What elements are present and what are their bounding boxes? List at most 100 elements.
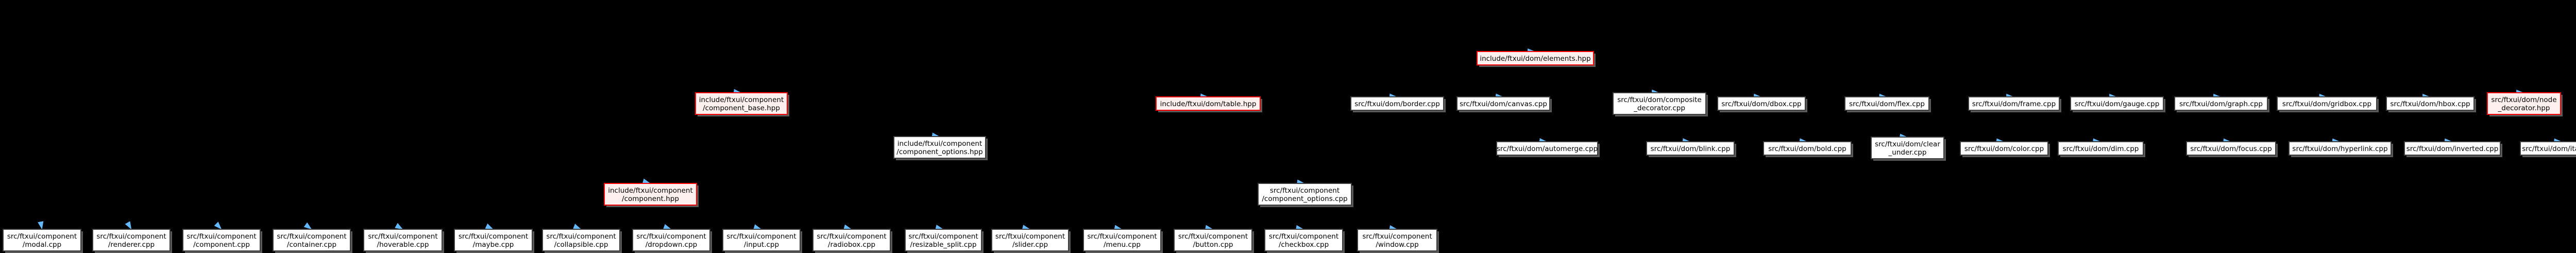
graph-node-renderer_cpp[interactable]: src/ftxui/component/renderer.cpp [92,229,172,253]
graph-node-resizable_split_cpp[interactable]: src/ftxui/component/resizable_split.cpp [905,229,984,253]
graph-node-gridbox_cpp[interactable]: src/ftxui/dom/gridbox.cpp [2277,96,2379,112]
node-box [1456,96,1550,111]
graph-node-canvas_cpp[interactable]: src/ftxui/dom/canvas.cpp [1456,96,1552,112]
graph-node-collapsible_cpp[interactable]: src/ftxui/component/collapsible.cpp [542,229,622,253]
graph-node-graph_cpp[interactable]: src/ftxui/dom/graph.cpp [2174,96,2269,112]
node-label: src/ftxui/component/button.cpp [1178,232,1248,249]
graph-node-slider_cpp[interactable]: src/ftxui/component/slider.cpp [991,229,1071,253]
node-label: include/ftxui/component/component_option… [896,140,982,156]
graph-node-modal_cpp[interactable]: src/ftxui/component/modal.cpp [3,229,83,253]
graph-node-automerge_cpp[interactable]: src/ftxui/dom/automerge.cpp [1496,141,1600,157]
graph-node-maybe_cpp[interactable]: src/ftxui/component/maybe.cpp [454,229,534,253]
node-label: src/ftxui/component/hoverable.cpp [368,232,437,249]
node-label: src/ftxui/dom/gridbox.cpp [2282,100,2371,108]
node-label: src/ftxui/component/maybe.cpp [459,232,528,249]
node-box [1717,96,1806,111]
node-label: src/ftxui/dom/focus.cpp [2190,145,2272,153]
node-box [2277,96,2377,111]
graph-node-component_options_cpp[interactable]: src/ftxui/component/component_options.cp… [1258,183,1353,207]
graph-node-hyperlink_cpp[interactable]: src/ftxui/dom/hyperlink.cpp [2289,141,2393,157]
node-label: src/ftxui/dom/color.cpp [1964,145,2044,153]
node-box [1496,141,1598,156]
node-label: src/ftxui/component/menu.cpp [1087,232,1157,249]
node-box [2186,141,2276,156]
node-box [1871,137,1944,159]
node-label: src/ftxui/dom/dbox.cpp [1721,100,1801,108]
node-box [2174,96,2268,111]
graph-node-border_cpp[interactable]: src/ftxui/dom/border.cpp [1350,96,1446,112]
graph-node-bold_cpp[interactable]: src/ftxui/dom/bold.cpp [1763,141,1853,157]
graph-node-component_options_hpp[interactable]: include/ftxui/component/component_option… [893,136,988,160]
graph-node-component_cpp[interactable]: src/ftxui/component/component.cpp [182,229,262,253]
node-box [1258,183,1352,206]
node-label: src/ftxui/dom/blink.cpp [1651,145,1731,153]
graph-node-focus_cpp[interactable]: src/ftxui/dom/focus.cpp [2186,141,2278,157]
node-label: src/ftxui/dom/dim.cpp [2063,145,2139,153]
node-box [273,229,351,251]
node-label: src/ftxui/component/modal.cpp [7,232,77,249]
node-label: include/ftxui/component/component_base.h… [699,96,784,112]
graph-node-gauge_cpp[interactable]: src/ftxui/dom/gauge.cpp [2070,96,2165,112]
graph-node-window_cpp[interactable]: src/ftxui/component/window.cpp [1357,229,1439,253]
node-box [722,229,801,251]
graph-node-component_base_hpp[interactable]: include/ftxui/component/component_base.h… [695,92,789,116]
node-box [2520,141,2576,156]
node-box [893,136,986,159]
node-box [1960,141,2048,156]
graph-node-italic_cpp[interactable]: src/ftxui/dom/italic.cpp [2520,141,2576,157]
node-label: src/ftxui/dom/frame.cpp [1972,100,2056,108]
graph-node-elements_hpp[interactable]: include/ftxui/dom/elements.hpp [1477,51,1596,67]
graph-node-color_cpp[interactable]: src/ftxui/dom/color.cpp [1960,141,2050,157]
graph-node-table_hpp[interactable]: include/ftxui/dom/table.hpp [1156,96,1262,112]
node-label: src/ftxui/dom/flex.cpp [1849,100,1925,108]
graph-node-input_cpp[interactable]: src/ftxui/component/input.cpp [722,229,802,253]
node-label: src/ftxui/component/component_options.cp… [1262,187,1347,203]
graph-node-dim_cpp[interactable]: src/ftxui/dom/dim.cpp [2058,141,2145,157]
graph-node-node_decorator_hpp[interactable]: src/ftxui/dom/node_decorator.hpp [2487,92,2563,116]
graph-node-checkbox_cpp[interactable]: src/ftxui/component/checkbox.cpp [1264,229,1345,253]
node-label: src/ftxui/dom/clear_under.cpp [1875,140,1940,157]
graph-node-container_cpp[interactable]: src/ftxui/component/container.cpp [273,229,352,253]
node-label: src/ftxui/dom/bold.cpp [1768,145,1846,153]
node-box [991,229,1069,251]
node-box [695,92,788,115]
node-label: src/ftxui/dom/automerge.cpp [1497,145,1598,153]
node-box [1083,229,1161,251]
node-label: include/ftxui/component/component.hpp [608,187,693,203]
node-box [454,229,533,251]
graph-node-flex_cpp[interactable]: src/ftxui/dom/flex.cpp [1844,96,1931,112]
graph-node-radiobox_cpp[interactable]: src/ftxui/component/radiobox.cpp [812,229,892,253]
node-label: src/ftxui/component/input.cpp [726,232,796,249]
node-label: src/ftxui/dom/inverted.cpp [2406,145,2499,153]
node-label: src/ftxui/component/container.cpp [277,232,346,249]
node-label: src/ftxui/component/window.cpp [1362,232,1432,249]
node-box [1264,229,1343,251]
node-box [2070,96,2164,111]
node-label: src/ftxui/dom/gauge.cpp [2075,100,2160,108]
graph-node-component_hpp[interactable]: include/ftxui/component/component.hpp [604,183,699,207]
node-label: src/ftxui/dom/node_decorator.hpp [2491,96,2556,112]
node-box [2404,141,2501,156]
graph-node-dropdown_cpp[interactable]: src/ftxui/component/dropdown.cpp [632,229,712,253]
node-box [1477,51,1594,65]
graph-node-frame_cpp[interactable]: src/ftxui/dom/frame.cpp [1968,96,2061,112]
node-box [1613,92,1706,115]
node-label: src/ftxui/component/renderer.cpp [96,232,166,249]
graph-node-menu_cpp[interactable]: src/ftxui/component/menu.cpp [1083,229,1163,253]
graph-node-hbox_cpp[interactable]: src/ftxui/dom/hbox.cpp [2386,96,2476,112]
node-box [1357,229,1437,251]
node-box [2289,141,2392,156]
node-box [92,229,171,251]
graph-node-inverted_cpp[interactable]: src/ftxui/dom/inverted.cpp [2404,141,2502,157]
node-label: src/ftxui/dom/hyperlink.cpp [2292,145,2387,153]
node-box [1763,141,1852,156]
graph-node-clear_under_cpp[interactable]: src/ftxui/dom/clear_under.cpp [1871,137,1946,161]
graph-node-composite_decorator_cpp[interactable]: src/ftxui/dom/composite_decorator.cpp [1613,92,1708,116]
graph-node-button_cpp[interactable]: src/ftxui/component/button.cpp [1174,229,1254,253]
graph-node-dbox_cpp[interactable]: src/ftxui/dom/dbox.cpp [1717,96,1807,112]
graph-node-blink_cpp[interactable]: src/ftxui/dom/blink.cpp [1646,141,1736,157]
graph-node-hoverable_cpp[interactable]: src/ftxui/component/hoverable.cpp [363,229,444,253]
node-label: src/ftxui/component/radiobox.cpp [817,232,886,249]
